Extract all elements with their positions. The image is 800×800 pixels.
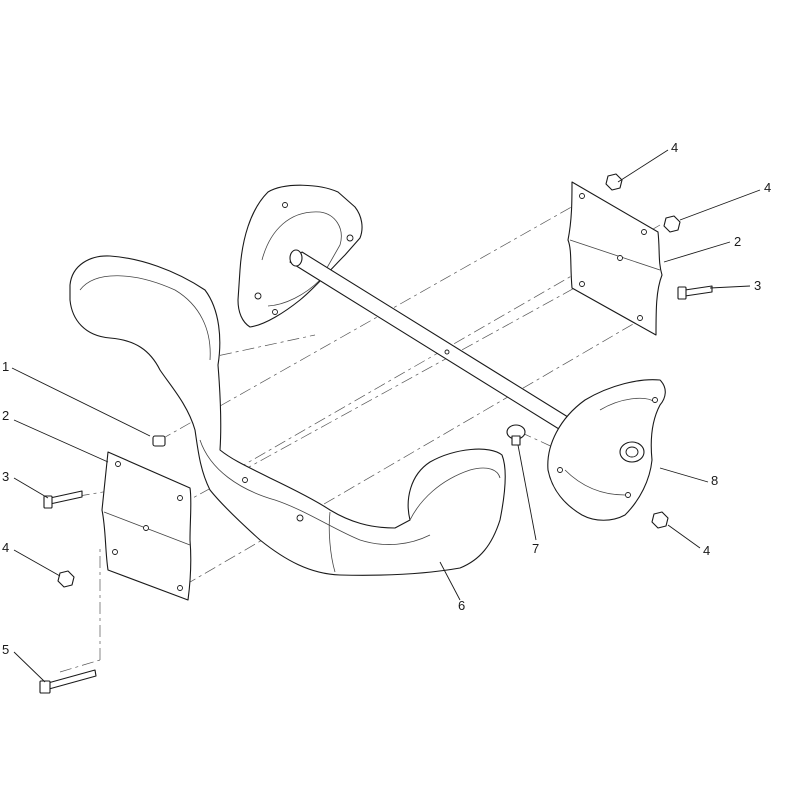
right-side-plate bbox=[547, 379, 666, 521]
leader-lines bbox=[11, 149, 761, 683]
housing-shell bbox=[69, 255, 506, 576]
callout-5: 5 bbox=[2, 642, 9, 657]
callout-labels: 1 2 3 4 5 6 7 8 4 2 3 4 4 bbox=[2, 140, 771, 657]
axle-shaft bbox=[289, 249, 606, 453]
callout-1: 1 bbox=[2, 359, 9, 374]
callout-3-left: 3 bbox=[2, 469, 9, 484]
callout-2-left: 2 bbox=[2, 408, 9, 423]
callout-6: 6 bbox=[458, 598, 465, 613]
callout-4-top: 4 bbox=[671, 140, 678, 155]
right-mounting-bracket bbox=[567, 181, 663, 336]
callout-4-lower-right: 4 bbox=[703, 543, 710, 558]
callout-7: 7 bbox=[532, 541, 539, 556]
callout-2-right: 2 bbox=[734, 234, 741, 249]
callout-3-right: 3 bbox=[754, 278, 761, 293]
callout-8: 8 bbox=[711, 473, 718, 488]
callout-4-upper-right: 4 bbox=[764, 180, 771, 195]
fasteners bbox=[39, 173, 713, 694]
left-mounting-bracket bbox=[101, 451, 192, 601]
callout-4-left: 4 bbox=[2, 540, 9, 555]
